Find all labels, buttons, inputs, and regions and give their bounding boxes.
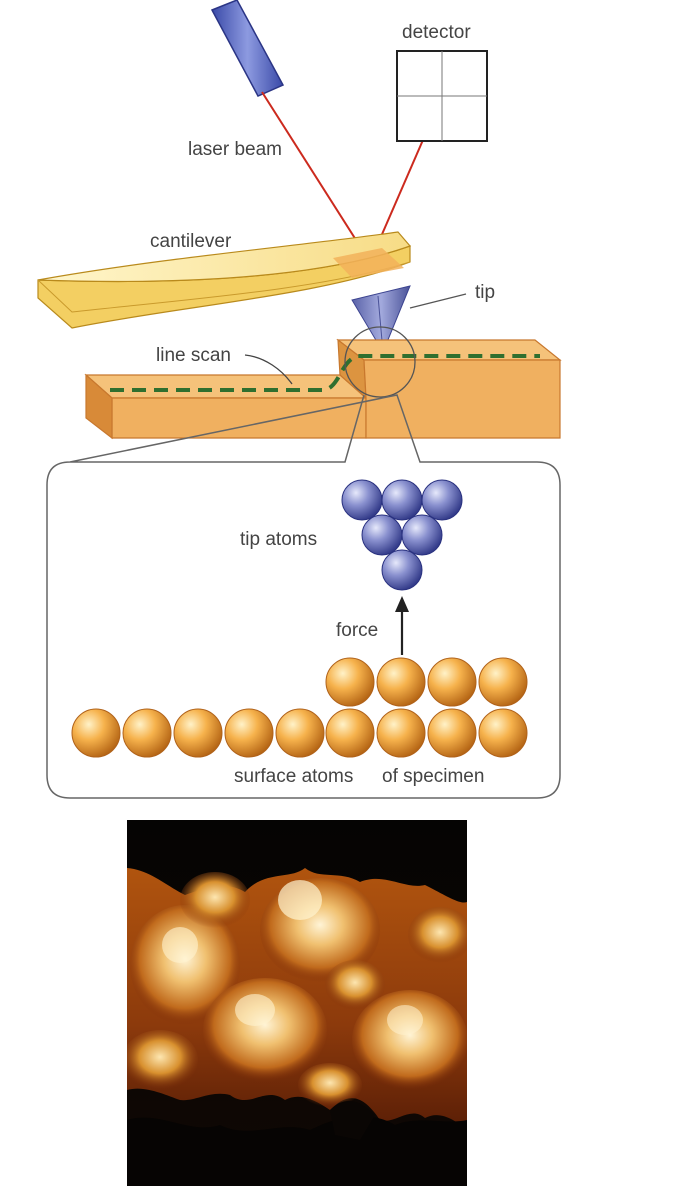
detector-label: detector [402,22,471,43]
laser-source-icon [212,0,283,96]
of-specimen-label: of specimen [382,766,484,787]
surface-atoms [72,658,527,757]
quad-detector-icon [397,51,487,141]
line-scan-label: line scan [156,345,231,366]
surface-atoms-label: surface atoms [234,766,353,787]
cantilever-label: cantilever [150,231,232,252]
laser-beam-label: laser beam [188,139,282,160]
tip-label: tip [475,282,495,303]
tip-pointer-line [410,294,466,308]
force-arrow-icon [395,596,409,655]
tip-atoms-label: tip atoms [240,529,317,550]
force-label: force [336,620,378,641]
afm-surface-image [122,820,472,1186]
tip-atoms [342,480,462,590]
